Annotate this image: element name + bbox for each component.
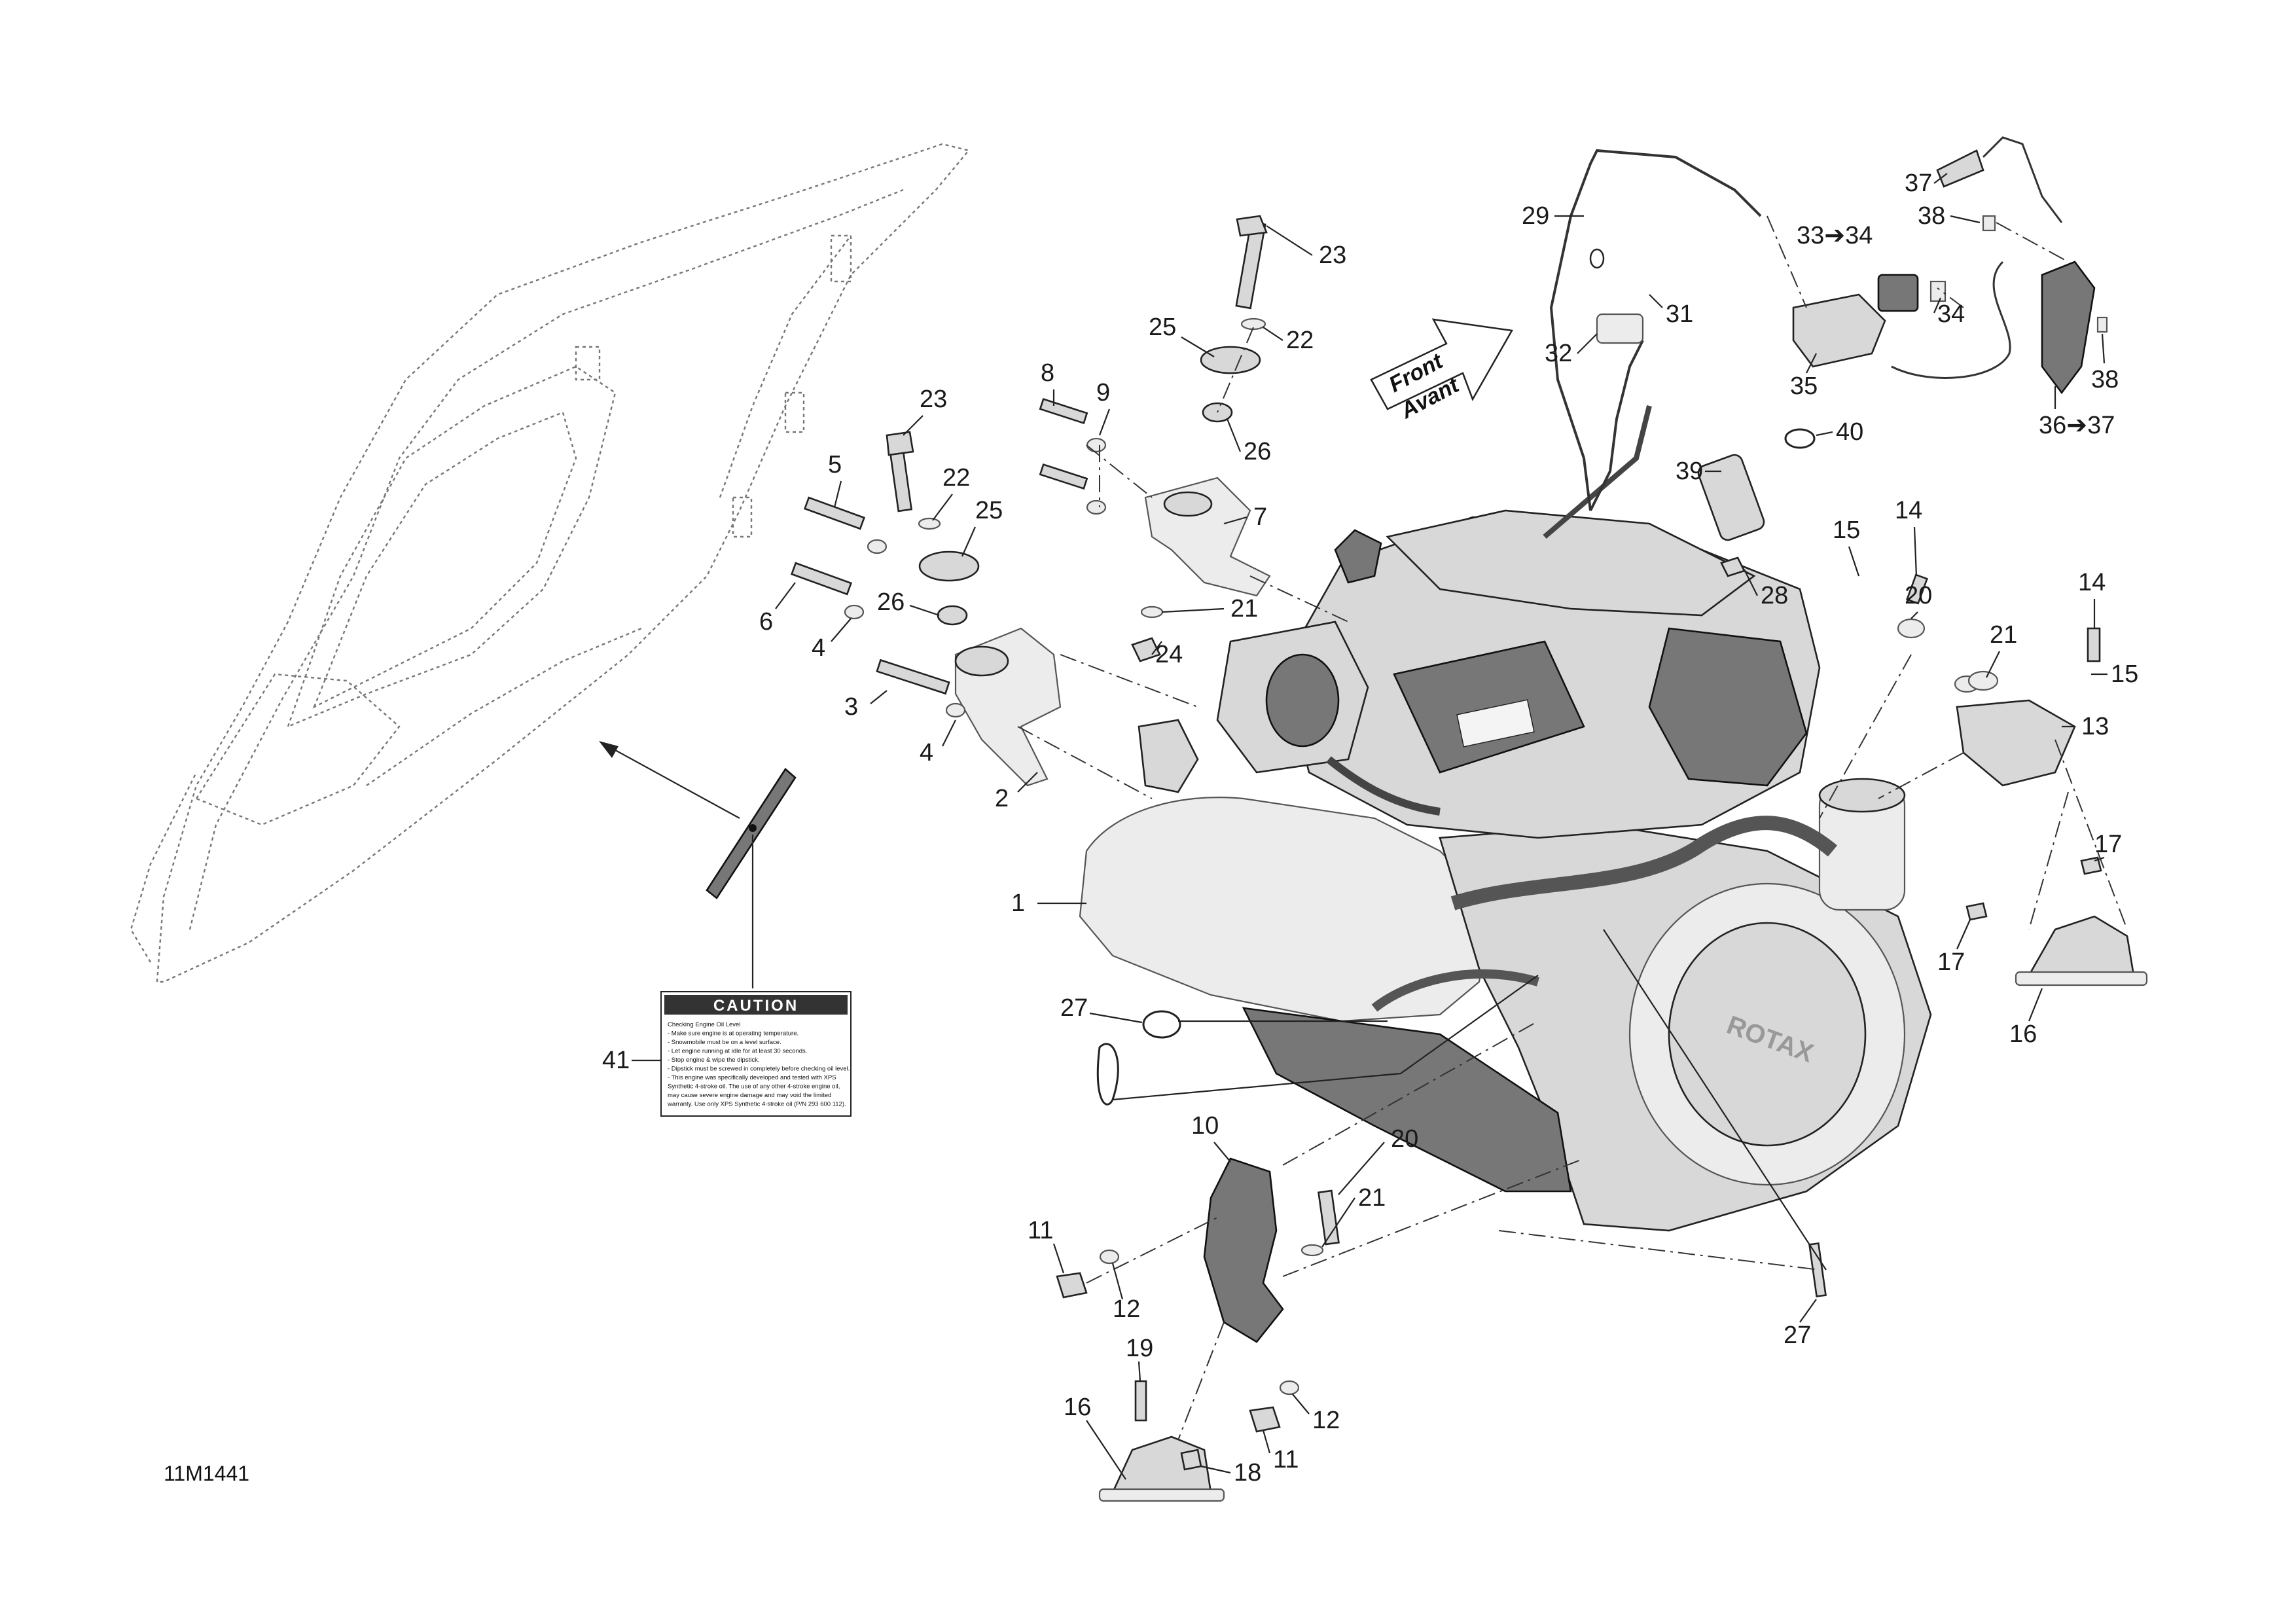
callout-11-lower: 11 [1273,1446,1299,1473]
callout-11-upper: 11 [1028,1217,1053,1244]
callout-16-right: 16 [2009,1020,2037,1048]
callout-33-to-34: 33➔34 [1797,222,1873,249]
callout-21-right: 21 [1990,621,2017,649]
caution-line: - Make sure engine is at operating tempe… [668,1030,798,1038]
front-engine-mount [954,627,1062,787]
callout-31: 31 [1666,300,1693,328]
sensor-bracket-36 [1891,136,2108,395]
callout-7: 7 [1253,503,1267,531]
engine-mount-bracket-7 [1144,477,1271,597]
callout-10: 10 [1191,1112,1219,1140]
front-direction-arrow: Front Avant [1370,318,1513,424]
caution-line: warranty. Use only XPS Synthetic 4-strok… [667,1101,846,1108]
callout-2: 2 [995,785,1009,812]
callout-36-to-37: 36➔37 [2039,412,2115,439]
oxygen-sensor-harness [1549,149,1816,577]
callout-20-lower: 20 [1391,1125,1418,1153]
vehicle-frame-outline [130,143,971,983]
caution-line: Checking Engine Oil Level [668,1021,740,1028]
sensor-module-35 [1792,274,1946,368]
caution-title: CAUTION [713,997,798,1015]
caution-line: - Snowmobile must be on a level surface. [668,1039,781,1046]
caution-line: - Stop engine & wipe the dipstick. [668,1056,759,1064]
callout-29: 29 [1522,202,1549,230]
engine-assembly: ROTAX [1079,405,1932,1232]
callout-12-upper: 12 [1113,1295,1140,1323]
callout-numbers: 1 2 3 4 4 5 6 7 8 9 10 11 11 [602,170,2138,1487]
callout-26-upper: 26 [1244,438,1271,465]
callout-25-upper: 25 [1149,314,1176,341]
callout-32: 32 [1545,340,1572,367]
callout-16-lower: 16 [1064,1394,1091,1421]
callout-5: 5 [828,451,842,478]
callout-4-upper: 4 [812,634,825,662]
callout-22-upper: 22 [1286,327,1314,354]
callout-41: 41 [602,1047,630,1074]
caution-line: - This engine was specifically developed… [668,1074,836,1081]
callout-27-left: 27 [1060,994,1088,1022]
callout-38-right: 38 [2091,366,2119,393]
lower-mount-bracket-10 [1056,1157,1340,1433]
callout-3: 3 [844,693,858,721]
caution-text-block: Checking Engine Oil Level - Make sure eng… [667,1021,850,1108]
callout-34: 34 [1937,300,1965,328]
callout-23-left: 23 [920,386,947,413]
caution-line: Synthetic 4-stroke oil. The use of any o… [668,1083,840,1091]
callout-4-lower: 4 [920,739,933,767]
callout-20-right: 20 [1905,582,1932,609]
callout-8: 8 [1041,359,1054,387]
decal-strip [706,768,797,988]
callout-18: 18 [1234,1459,1261,1487]
callout-35: 35 [1790,372,1818,400]
callout-12-lower: 12 [1312,1407,1340,1434]
callout-26-left: 26 [877,588,905,616]
callout-24: 24 [1155,641,1183,668]
callout-21-lower: 21 [1358,1184,1386,1212]
callout-15-right: 15 [2111,660,2138,688]
callout-22-left: 22 [942,464,970,492]
callout-28: 28 [1761,582,1788,609]
callout-17-left: 17 [1937,948,1965,976]
caution-line: - Dipstick must be screwed in completely… [668,1066,850,1073]
callout-23-upper: 23 [1319,242,1346,269]
callout-38-top: 38 [1918,202,1945,230]
callout-15-left: 15 [1833,516,1860,544]
callout-27-lower: 27 [1784,1322,1811,1349]
decal-location-arrow [599,741,740,819]
callout-1: 1 [1011,890,1025,917]
rubber-mount-16-right [1965,856,2148,986]
rear-engine-mount-13 [1897,573,2101,787]
callout-13: 13 [2081,713,2109,740]
callout-17-right: 17 [2094,831,2122,858]
callout-14-left: 14 [1895,497,1922,524]
callout-19: 19 [1126,1335,1153,1362]
caution-line: may cause severe engine damage and may v… [668,1092,831,1099]
callout-21-left: 21 [1230,595,1258,623]
caution-label: CAUTION Checking Engine Oil Level - Make … [660,991,852,1117]
assembly-guide-lines [1017,215,2128,1441]
callout-40: 40 [1836,418,1863,446]
callout-39: 39 [1676,458,1703,485]
caution-line: - Let engine running at idle for at leas… [668,1048,807,1055]
callout-9: 9 [1096,379,1110,406]
drawing-id: 11M1441 [164,1462,249,1485]
rubber-mount-16-lower [1098,1380,1225,1502]
callout-37: 37 [1905,170,1932,197]
callout-6: 6 [759,608,773,636]
callout-25-left: 25 [975,497,1003,524]
callout-14-right: 14 [2078,569,2106,596]
